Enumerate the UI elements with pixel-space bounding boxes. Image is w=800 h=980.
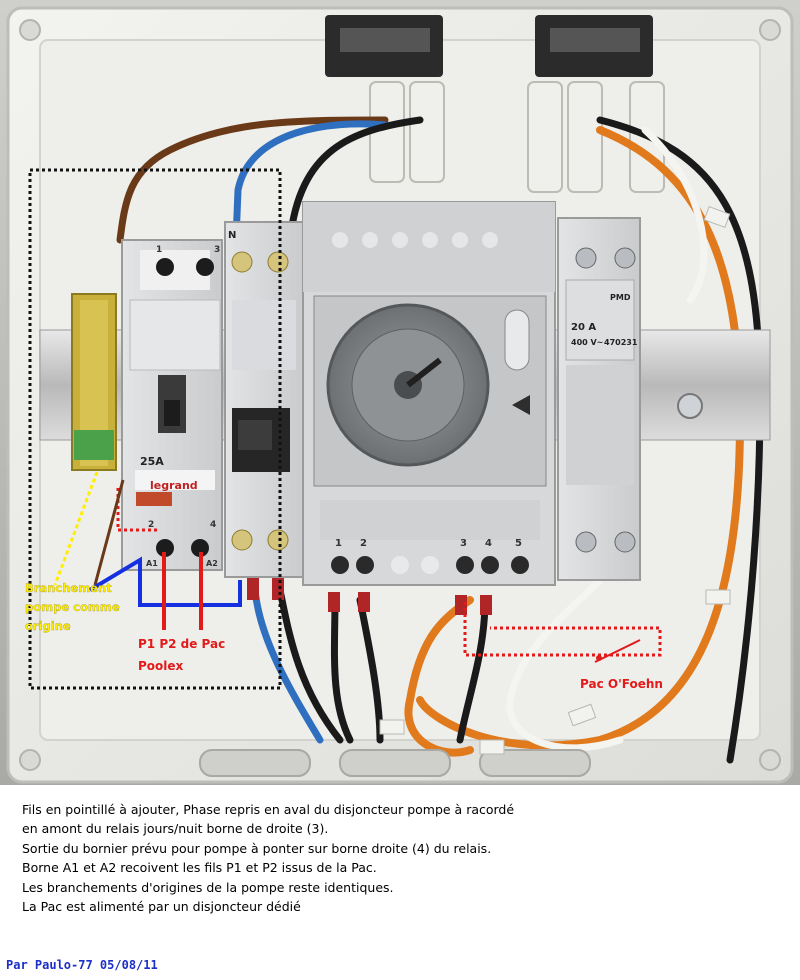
crimp-terminals (247, 578, 492, 615)
dotted-line-red-pac (463, 602, 662, 657)
timer-terminal-3: 3 (460, 538, 467, 549)
relay-terminal-3: 3 (214, 245, 220, 255)
corner-screws (19, 19, 781, 771)
cable-gland-right (535, 15, 653, 77)
bottom-grommets (199, 749, 591, 777)
author-credit: Par Paulo-77 05/08/11 (6, 958, 158, 972)
pac-breaker-voltage: 400 V~ (571, 338, 603, 347)
day-night-timer (302, 201, 556, 586)
rail-screw (677, 393, 703, 419)
relay-terminal-1: 1 (156, 245, 162, 255)
pac-breaker-pmd: PMD (610, 293, 631, 302)
pac-breaker (557, 217, 641, 581)
day-night-relay (121, 239, 223, 571)
pac-arrow-dot (596, 655, 602, 661)
relay-terminal-4: 4 (210, 520, 216, 530)
caption-line-2: en amont du relais jours/nuit borne de d… (22, 821, 329, 837)
pump-breaker-neutral-label: N (228, 230, 236, 241)
relay-label-25a: 25A (140, 455, 164, 468)
annotation-pump-line-3: origine (25, 619, 71, 633)
caption-line-3: Sortie du bornier prévu pour pompe à pon… (22, 840, 492, 856)
pac-breaker-rating: 20 A (571, 322, 596, 333)
caption-line-1: Fils en pointillé à ajouter, Phase repri… (22, 802, 515, 817)
earth-terminal (71, 293, 117, 471)
pac-breaker-ref: 470231 (604, 338, 638, 347)
timer-terminal-4: 4 (485, 538, 492, 549)
annotation-pump-wiring: Branchement pompe comme origine (25, 581, 124, 633)
annotation-pac-ofoehn: Pac O'Foehn (580, 677, 663, 691)
relay-terminal-a1: A1 (146, 559, 158, 568)
pump-breaker (224, 221, 304, 578)
timer-terminal-5: 5 (515, 538, 522, 549)
caption: Fils en pointillé à ajouter, Phase repri… (22, 800, 782, 916)
timer-terminal-2: 2 (360, 538, 367, 549)
caption-line-6: La Pac est alimenté par un disjoncteur d… (22, 899, 301, 915)
annotation-pump-line-2: pompe comme (25, 600, 120, 614)
caption-line-5: Les branchements d'origines de la pompe … (22, 879, 394, 895)
cable-ties (379, 206, 731, 755)
relay-terminal-2: 2 (148, 520, 154, 530)
brown-wire-annotation (93, 479, 125, 586)
blue-wire-annotation (88, 556, 242, 607)
caption-line-4: Borne A1 et A2 recoivent les fils P1 et … (22, 860, 377, 876)
cable-gland-left (325, 15, 443, 77)
pac-arrow-line (594, 639, 641, 663)
relay-brand-legrand: legrand (150, 479, 198, 492)
electrical-panel-photo: 25A legrand 1 3 2 4 A1 A2 N 1 2 3 4 5 (0, 0, 800, 785)
timer-terminal-1: 1 (335, 538, 342, 549)
yellow-green-wire-annotation (53, 471, 99, 586)
relay-terminal-a2: A2 (206, 559, 218, 568)
annotation-poolex: Poolex (138, 659, 184, 673)
annotation-pump-line-1: Branchement (25, 581, 112, 595)
annotation-p1-p2: P1 P2 de Pac (138, 637, 225, 651)
